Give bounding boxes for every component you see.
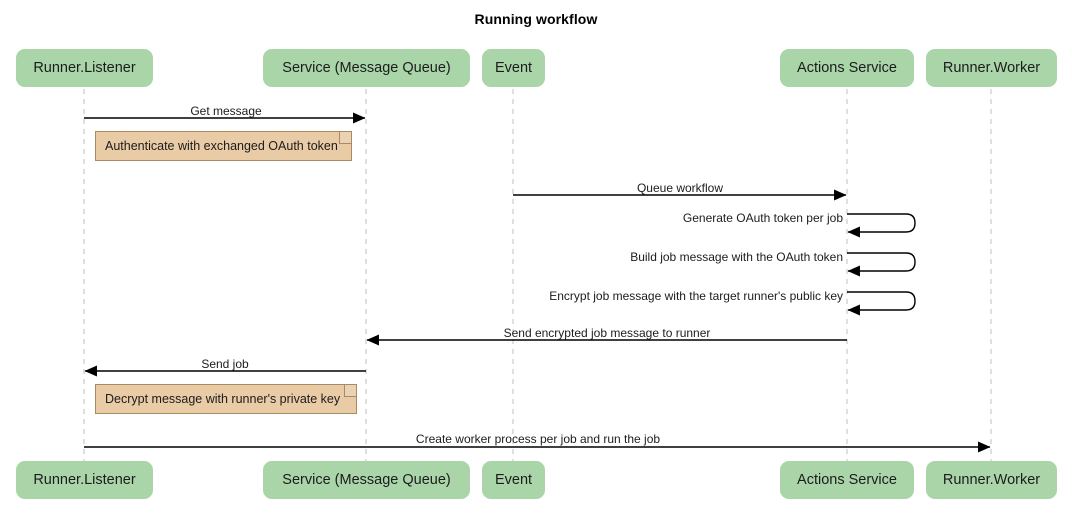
note-label: Authenticate with exchanged OAuth token	[105, 139, 338, 153]
note-label: Decrypt message with runner's private ke…	[105, 392, 341, 406]
participant-event-bottom[interactable]: Event	[482, 461, 545, 499]
note-authenticate-with-exchanged-oauth-token: Authenticate with exchanged OAuth token	[95, 131, 352, 161]
participant-label: Event	[494, 60, 533, 76]
message-arrow-build-job-message-with-the-oauth-token	[847, 252, 916, 277]
message-label-get-message: Get message	[190, 104, 262, 118]
participant-label: Event	[494, 472, 533, 488]
participant-runner-listener-top[interactable]: Runner.Listener	[16, 49, 153, 87]
arrows-group	[84, 112, 991, 453]
message-label-send-encrypted-job-message-to-runner: Send encrypted job message to runner	[503, 326, 711, 340]
message-label-build-job-message-with-the-oauth-token: Build job message with the OAuth token	[630, 250, 843, 264]
participant-label: Runner.Worker	[942, 60, 1041, 76]
page-title: Running workflow	[474, 11, 598, 27]
participant-label: Runner.Listener	[33, 60, 136, 76]
participant-service-message-queue-bottom[interactable]: Service (Message Queue)	[263, 461, 470, 499]
note-decrypt-message-with-runners-private-key: Decrypt message with runner's private ke…	[95, 384, 357, 414]
note-fold-corner-icon	[344, 385, 356, 397]
lifelines-group	[83, 49, 992, 499]
participant-label: Service (Message Queue)	[282, 472, 451, 488]
participant-runner-worker-top[interactable]: Runner.Worker	[926, 49, 1057, 87]
participant-actions-service-top[interactable]: Actions Service	[780, 49, 914, 87]
message-arrow-generate-oauth-token-per-job	[847, 213, 916, 238]
message-label-send-job: Send job	[201, 357, 249, 371]
participant-label: Runner.Listener	[33, 472, 136, 488]
participant-service-message-queue-top[interactable]: Service (Message Queue)	[263, 49, 470, 87]
participant-actions-service-bottom[interactable]: Actions Service	[780, 461, 914, 499]
participant-label: Actions Service	[797, 60, 897, 76]
message-arrow-encrypt-job-message-with-the-target-runners-public-key	[847, 291, 916, 316]
participant-label: Runner.Worker	[942, 472, 1041, 488]
participant-label: Service (Message Queue)	[282, 60, 451, 76]
participant-runner-listener-bottom[interactable]: Runner.Listener	[16, 461, 153, 499]
message-label-create-worker-process-per-job-and-run-the-job: Create worker process per job and run th…	[415, 432, 661, 446]
message-label-generate-oauth-token-per-job: Generate OAuth token per job	[682, 211, 843, 225]
participant-runner-worker-bottom[interactable]: Runner.Worker	[926, 461, 1057, 499]
participant-label: Actions Service	[797, 472, 897, 488]
message-label-encrypt-job-message-with-the-target-runners-public-key: Encrypt job message with the target runn…	[549, 289, 843, 303]
participant-event-top[interactable]: Event	[482, 49, 545, 87]
note-fold-corner-icon	[339, 132, 351, 144]
message-label-queue-workflow: Queue workflow	[636, 181, 724, 195]
